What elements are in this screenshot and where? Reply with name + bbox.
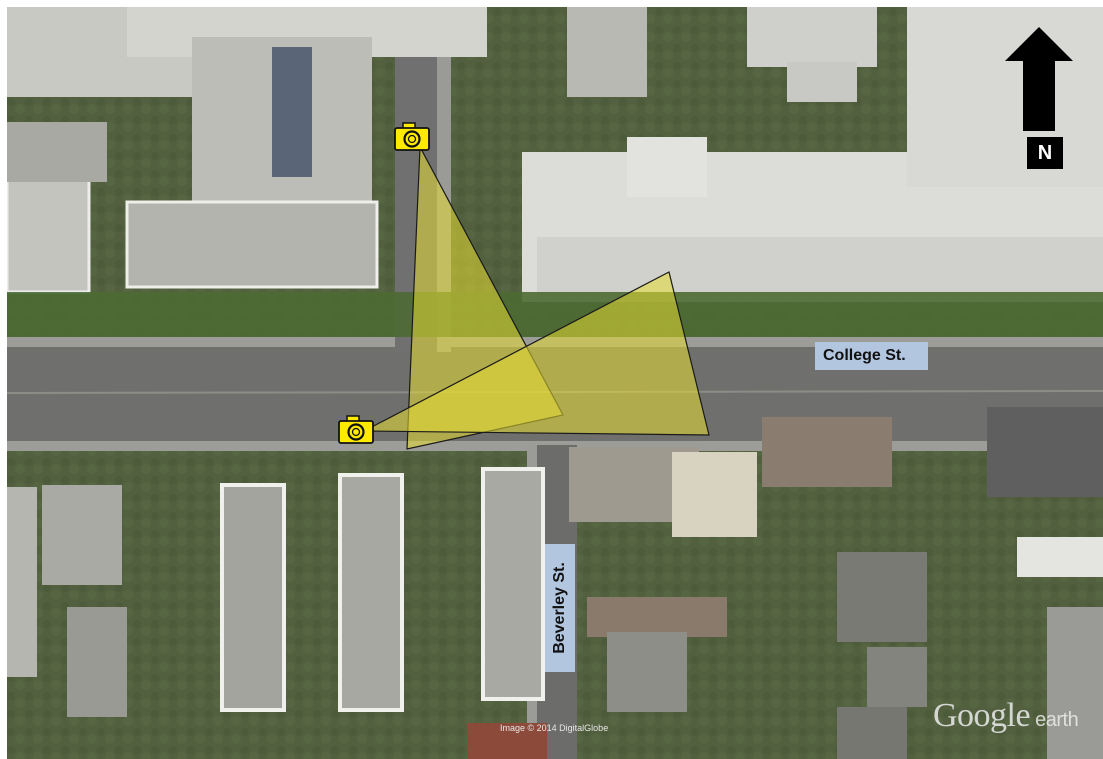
north-arrow-icon <box>1005 27 1073 131</box>
logo-suffix: earth <box>1030 709 1079 731</box>
camera-icon <box>338 415 374 444</box>
beverley-street-label: Beverley St. <box>545 544 575 672</box>
apartment-block-2 <box>338 473 404 712</box>
north-label: N <box>1027 137 1063 169</box>
college-street-label: College St. <box>815 342 928 370</box>
beverley-street-text: Beverley St. <box>551 562 568 654</box>
imagery-credit: Image © 2014 DigitalGlobe <box>500 723 609 733</box>
satellite-map: N College St. Beverley St. Image © 2014 … <box>7 7 1103 759</box>
apartment-block-1 <box>220 483 286 712</box>
apartment-block-3 <box>481 467 545 701</box>
logo-main: Google <box>933 697 1031 734</box>
camera-south-view-cone <box>363 271 710 436</box>
camera-icon <box>394 122 430 151</box>
satellite-imagery <box>7 7 1103 759</box>
google-earth-logo: Google earth <box>933 697 1079 735</box>
